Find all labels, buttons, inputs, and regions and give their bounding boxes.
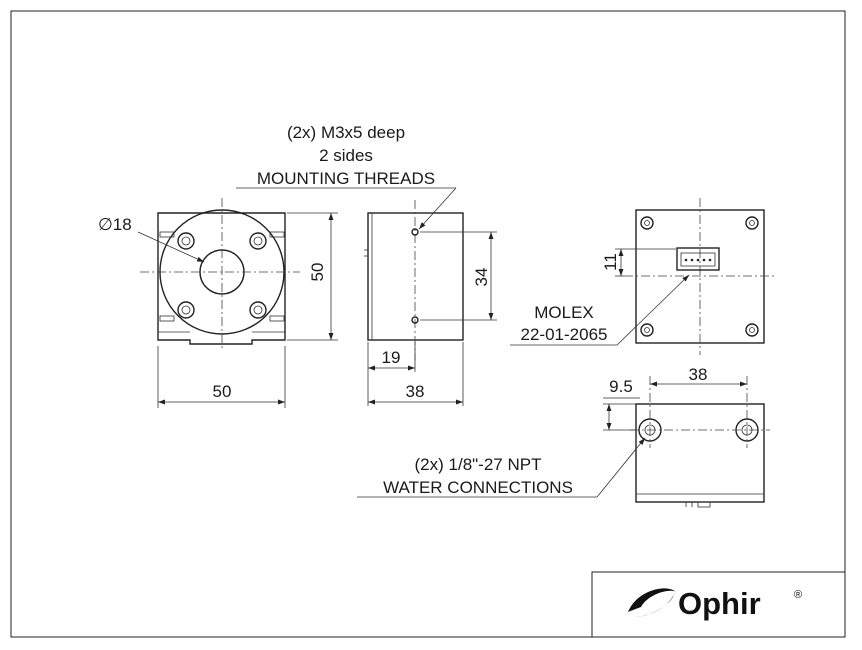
bottom-view: 38 9.5 [357,365,770,508]
screw-icon [745,216,759,230]
drawing-border [10,10,846,638]
water-note-line-1: (2x) 1/8"-27 NPT [415,455,542,474]
title-block: Ophir ® [591,571,846,638]
screw-icon [177,301,195,319]
registered-mark: ® [794,589,802,601]
front-width-label: 50 [213,382,232,401]
thread-hole-icon [411,228,419,236]
screw-icon [745,323,759,337]
side-depth-label: 38 [406,382,425,401]
mounting-note-line-3: MOUNTING THREADS [257,169,435,188]
screw-icon [640,216,654,230]
screw-icon [249,301,267,319]
mounting-note-line-1: (2x) M3x5 deep [287,123,405,142]
screw-icon [640,323,654,337]
back-view: 11 MOLEX 22-01-2065 [510,198,776,355]
molex-connector-icon [676,247,720,271]
water-note-line-2: WATER CONNECTIONS [383,478,573,497]
mounting-note-line-2: 2 sides [319,146,373,165]
molex-label-line-1: MOLEX [534,303,594,322]
ophir-swoosh-logo-icon [628,588,676,617]
screw-icon [177,232,195,250]
side-offset-label: 19 [382,348,401,367]
connector-offset-label: 11 [601,253,620,271]
molex-label-line-2: 22-01-2065 [521,325,608,344]
water-spacing-label: 38 [689,365,708,384]
screw-icon [249,232,267,250]
thread-spacing-label: 34 [472,268,491,287]
front-view: ∅18 50 50 [98,198,338,408]
front-height-label: 50 [308,263,327,282]
brand-name: Ophir [678,586,761,621]
thread-hole-icon [411,316,419,324]
diameter-label: ∅18 [98,215,132,234]
water-offset-label: 9.5 [609,377,633,396]
side-view: 34 19 38 [364,187,497,406]
